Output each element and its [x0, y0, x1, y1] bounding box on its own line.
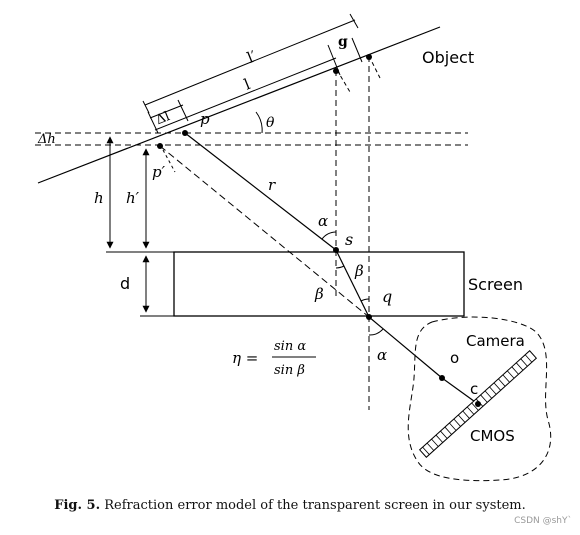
ray-p-to-s [184, 132, 337, 251]
label-cmos: CMOS [470, 427, 515, 445]
l-prime-tick-left [142, 100, 150, 114]
cmos-tick [498, 378, 506, 387]
caption-fig-label: Fig. 5. [54, 498, 101, 513]
cmos-tick [453, 418, 461, 427]
l-dimension [154, 57, 337, 131]
l-prime-dimension [144, 19, 356, 106]
label-s: s [345, 230, 353, 249]
label-object: Object [422, 48, 474, 67]
point-s [333, 247, 339, 253]
label-d: d [120, 274, 130, 293]
cmos-tick [462, 410, 470, 419]
beta-right-arc [335, 265, 345, 269]
label-q: q [382, 287, 392, 306]
cmos-tick [449, 422, 457, 431]
label-p-prime: p′ [152, 163, 166, 181]
formula-lhs: η = [232, 349, 258, 367]
label-beta-right: β [354, 262, 364, 280]
point-c [475, 401, 481, 407]
label-p: p [200, 110, 210, 128]
point-p [182, 130, 188, 136]
alpha-bottom-arc [368, 328, 384, 336]
label-h: h [94, 189, 104, 207]
cmos-tick [511, 366, 519, 375]
point-p-prime [157, 143, 163, 149]
cmos-tick [422, 446, 430, 455]
cmos-tick [471, 402, 479, 411]
formula-denominator: sin β [274, 363, 305, 378]
label-camera: Camera [466, 332, 525, 350]
cmos-tick [489, 386, 497, 395]
cmos-tick [426, 442, 435, 451]
label-h-prime: h′ [126, 189, 140, 207]
cmos-tick [458, 414, 466, 423]
point-object-2 [366, 54, 372, 60]
cmos-tick [493, 382, 501, 391]
label-delta-h: Δh [37, 132, 56, 147]
point-object-1 [333, 68, 339, 74]
cmos-tick [507, 370, 515, 379]
alpha-top-arc [321, 231, 337, 240]
cmos-tick [440, 430, 448, 439]
ray-o-to-c [441, 377, 479, 405]
eta-formula: η = sin α sin β [232, 339, 316, 378]
label-delta-l: Δl [154, 109, 172, 128]
point-q [366, 314, 372, 320]
theta-arc [255, 111, 263, 134]
label-g: g [338, 34, 348, 50]
delta-l-box-top [149, 104, 184, 119]
cmos-tick [484, 390, 493, 399]
ray-s-to-q [335, 249, 370, 318]
cmos-tick [515, 362, 524, 371]
delta-l-tick-right [177, 99, 189, 122]
cmos-tick [524, 354, 533, 363]
object-dash-1 [336, 69, 351, 93]
label-theta: θ [266, 115, 275, 131]
ray-q-to-o [368, 316, 443, 379]
delta-l-tick-left [147, 111, 159, 134]
label-c: c [470, 380, 478, 398]
g-tick-right [351, 37, 363, 63]
label-beta-left: β [314, 285, 324, 303]
figure-caption: Fig. 5. Refraction error model of the tr… [0, 498, 580, 513]
object-line [37, 26, 441, 184]
point-o [439, 375, 445, 381]
cmos-tick [431, 438, 439, 447]
small-p-prime-offset [162, 149, 176, 173]
virtual-ray-p-prime-to-q [159, 145, 370, 318]
cmos-tick [480, 394, 488, 403]
label-r: r [268, 176, 276, 194]
formula-numerator: sin α [274, 339, 306, 354]
l-prime-tick-right [349, 13, 359, 29]
cmos-tick [466, 406, 475, 415]
screen-rect [173, 251, 465, 317]
cmos-tick [435, 434, 443, 443]
label-screen: Screen [468, 275, 523, 294]
watermark: CSDN @shY` [514, 516, 572, 526]
cmos-tick [502, 374, 510, 383]
beta-left-arc [360, 298, 370, 302]
caption-text: Refraction error model of the transparen… [104, 498, 526, 513]
label-l: l [241, 75, 252, 94]
label-alpha-bottom: α [377, 346, 387, 364]
label-o: o [450, 349, 459, 367]
label-alpha-top: α [318, 212, 328, 230]
cmos-tick [520, 358, 528, 367]
cmos-tick [444, 426, 452, 435]
